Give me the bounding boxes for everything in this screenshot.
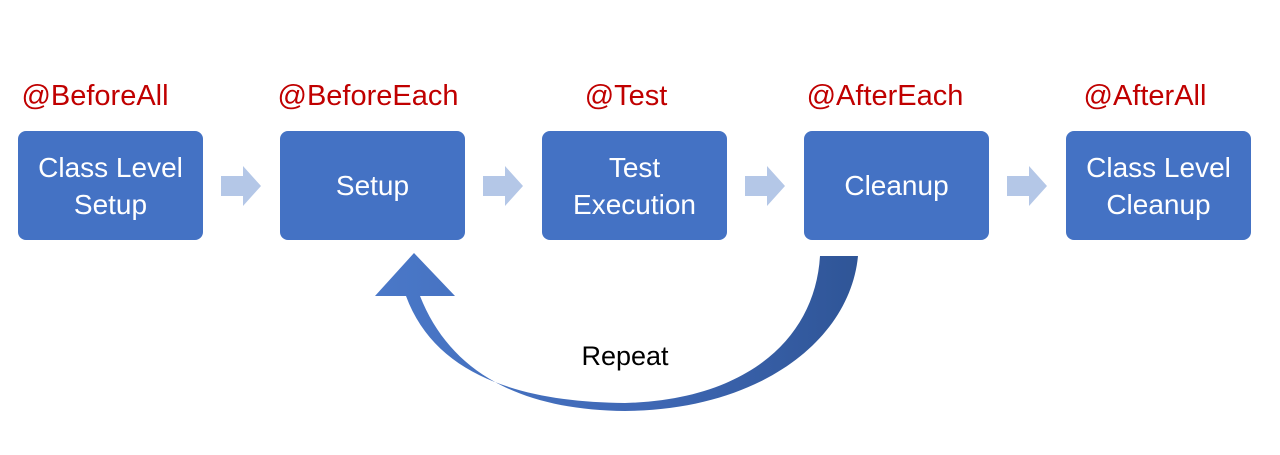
- annotation-after-each: @AfterEach: [806, 80, 964, 112]
- stage-box-class-level-cleanup: Class Level Cleanup: [1066, 131, 1251, 240]
- annotation-after-all: @AfterAll: [1083, 80, 1207, 112]
- stage-box-cleanup: Cleanup: [804, 131, 989, 240]
- stage-label-class-level-setup: Class Level Setup: [38, 151, 183, 220]
- annotation-test: @Test: [584, 80, 668, 112]
- stage-box-test-execution: Test Execution: [542, 131, 727, 240]
- repeat-label: Repeat: [581, 341, 669, 371]
- annotation-before-each: @BeforeEach: [277, 80, 459, 112]
- stage-label-test-execution: Test Execution: [573, 151, 696, 220]
- right-arrow-icon: [221, 166, 261, 206]
- stage-label-setup: Setup: [335, 170, 410, 201]
- annotation-before-all: @BeforeAll: [21, 80, 169, 112]
- right-arrow-icon: [1007, 166, 1047, 206]
- right-arrow-icon: [483, 166, 523, 206]
- stage-box-setup: Setup: [280, 131, 465, 240]
- stage-label-cleanup: Cleanup: [844, 170, 949, 201]
- stage-box-class-level-setup: Class Level Setup: [18, 131, 203, 240]
- right-arrow-icon: [745, 166, 785, 206]
- stage-label-class-level-cleanup: Class Level Cleanup: [1086, 151, 1231, 220]
